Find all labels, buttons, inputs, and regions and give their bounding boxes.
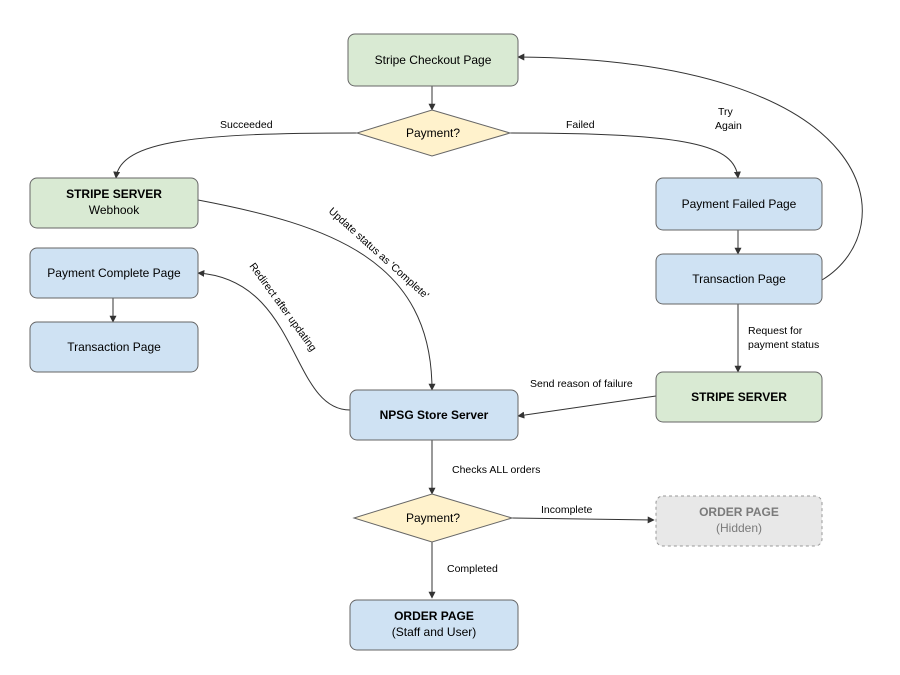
node-payment-failed-page: Payment Failed Page — [655, 177, 823, 231]
label-failed: Failed — [566, 119, 595, 131]
label-send-reason: Send reason of failure — [530, 378, 633, 390]
label-completed: Completed — [447, 563, 498, 575]
label-checks-all: Checks ALL orders — [452, 464, 540, 476]
edges — [109, 53, 863, 599]
node-stripe-checkout-page: Stripe Checkout Page — [347, 33, 519, 87]
node-transaction-page-right: Transaction Page — [655, 253, 823, 305]
node-label: Transaction Page — [67, 340, 161, 354]
node-title: ORDER PAGE — [394, 609, 474, 623]
node-label: Transaction Page — [692, 272, 786, 286]
node-decision-payment-bottom: Payment? — [352, 493, 514, 543]
node-stripe-server-webhook: STRIPE SERVER Webhook — [29, 177, 199, 229]
edge-update-status — [197, 199, 436, 391]
edge-succeeded — [113, 132, 358, 179]
edge-failed — [509, 132, 741, 179]
node-stripe-server: STRIPE SERVER — [655, 371, 823, 423]
label-request-line2: payment status — [748, 339, 819, 351]
label-try-line2: Again — [715, 120, 742, 132]
node-subtitle: (Staff and User) — [392, 625, 476, 639]
node-order-page-hidden: ORDER PAGE (Hidden) — [655, 495, 823, 547]
edge-send-reason — [517, 395, 657, 419]
node-npsg-store-server: NPSG Store Server — [349, 389, 519, 441]
node-label: Payment? — [406, 126, 460, 140]
node-subtitle: (Hidden) — [716, 521, 762, 535]
label-request-line1: Request for — [748, 325, 803, 337]
node-subtitle: Webhook — [89, 203, 140, 217]
node-decision-payment-top: Payment? — [355, 109, 512, 157]
label-succeeded: Succeeded — [220, 119, 273, 131]
node-label: Payment Complete Page — [47, 266, 181, 280]
node-label: Payment? — [406, 511, 460, 525]
label-incomplete: Incomplete — [541, 504, 593, 516]
label-update-status: Update status as 'Complete' — [326, 205, 431, 301]
edge-incomplete — [511, 516, 655, 524]
label-try-line1: Try — [718, 106, 734, 118]
node-title: ORDER PAGE — [699, 505, 779, 519]
node-title: STRIPE SERVER — [66, 187, 162, 201]
node-transaction-page-left: Transaction Page — [29, 321, 199, 373]
node-label: Stripe Checkout Page — [375, 53, 492, 67]
node-label: STRIPE SERVER — [691, 390, 787, 404]
edge-try-again — [517, 53, 863, 281]
edge-redirect — [197, 269, 351, 411]
label-redirect: Redirect after updating — [247, 261, 319, 354]
node-label: NPSG Store Server — [380, 408, 489, 422]
node-label: Payment Failed Page — [682, 197, 797, 211]
node-payment-complete-page: Payment Complete Page — [29, 247, 199, 299]
node-order-page: ORDER PAGE (Staff and User) — [349, 599, 519, 651]
